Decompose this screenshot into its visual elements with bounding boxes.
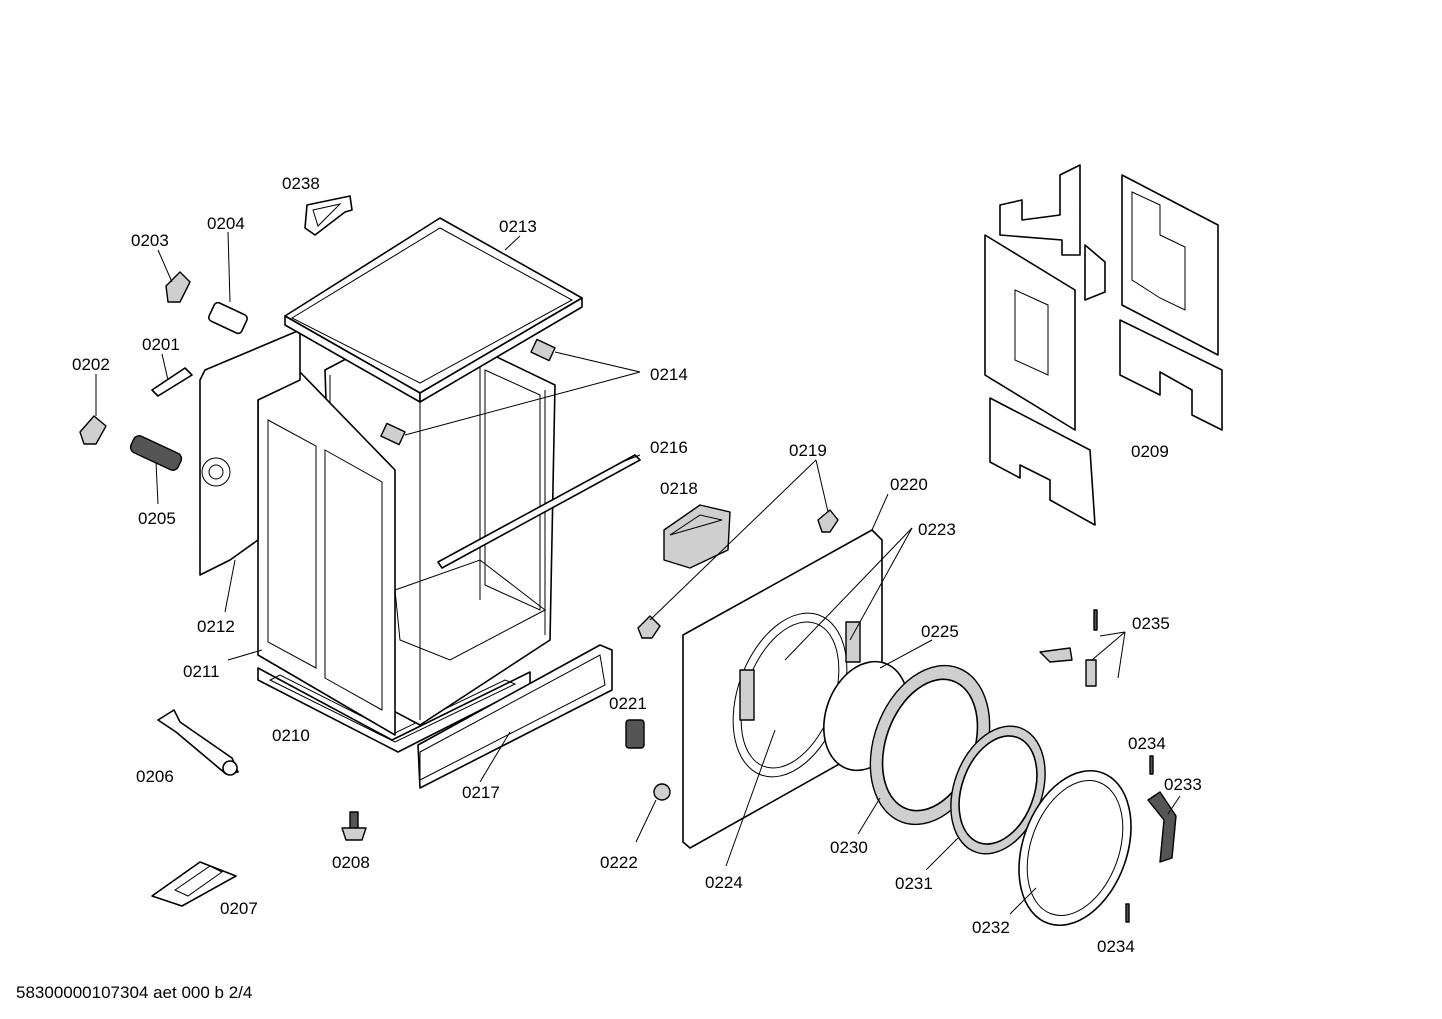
rear-panel-0212 — [199, 329, 301, 576]
outer-ring-0232 — [1018, 769, 1132, 927]
label-0234-upper: 0234 — [1128, 734, 1166, 753]
pin-0235 — [1093, 609, 1098, 631]
part-0205 — [129, 435, 183, 471]
hinge-0235 — [1039, 647, 1073, 663]
bolt-0208 — [341, 811, 367, 841]
clip-0219b — [637, 615, 661, 639]
door-glass-0231 — [950, 725, 1046, 855]
bracket-0214a — [530, 338, 556, 362]
insulation-panels-0209 — [984, 164, 1223, 526]
part-0203 — [165, 271, 191, 303]
plinth-0217 — [417, 644, 613, 789]
label-0212: 0212 — [197, 617, 235, 636]
label-0238: 0238 — [282, 174, 320, 193]
part-0221 — [625, 719, 645, 749]
label-0219: 0219 — [789, 441, 827, 460]
label-0223: 0223 — [918, 520, 956, 539]
label-0203: 0203 — [131, 231, 169, 250]
part-0204 — [207, 301, 249, 335]
label-0202: 0202 — [72, 355, 110, 374]
pin-0234a — [1149, 755, 1154, 775]
clip-0219a — [817, 509, 839, 533]
label-0218: 0218 — [660, 479, 698, 498]
label-0204: 0204 — [207, 214, 245, 233]
label-0216: 0216 — [650, 438, 688, 457]
drawing-code: 58300000107304 aet 000 b 2/4 — [16, 983, 252, 1002]
base-plate-0210 — [257, 667, 531, 753]
label-0207: 0207 — [220, 899, 258, 918]
label-0208: 0208 — [332, 853, 370, 872]
label-0206: 0206 — [136, 767, 174, 786]
label-0232: 0232 — [972, 918, 1010, 937]
handle-0233 — [1147, 791, 1177, 863]
label-0205: 0205 — [138, 509, 176, 528]
label-0222: 0222 — [600, 853, 638, 872]
label-0230: 0230 — [830, 838, 868, 857]
leader-lines — [95, 231, 1181, 915]
part-0201 — [151, 367, 193, 397]
label-0210: 0210 — [272, 726, 310, 745]
label-0231: 0231 — [895, 874, 933, 893]
label-0209: 0209 — [1131, 442, 1169, 461]
label-0234-lower: 0234 — [1097, 937, 1135, 956]
label-0235: 0235 — [1132, 614, 1170, 633]
label-0233: 0233 — [1164, 775, 1202, 794]
label-0201: 0201 — [142, 335, 180, 354]
label-0214: 0214 — [650, 365, 688, 384]
callout-labels: 0201 0202 0203 0204 0205 0206 0207 0208 … — [72, 174, 1202, 956]
part-0222 — [653, 783, 671, 801]
cabinet-assembly — [199, 195, 641, 789]
pin-0234b — [1125, 903, 1130, 923]
front-panel-assembly — [625, 504, 1177, 927]
label-0225: 0225 — [921, 622, 959, 641]
label-0213: 0213 — [499, 217, 537, 236]
door-lock-0218 — [663, 504, 731, 569]
label-0217: 0217 — [462, 783, 500, 802]
part-0202 — [79, 415, 107, 445]
label-0220: 0220 — [890, 475, 928, 494]
label-0224: 0224 — [705, 873, 743, 892]
label-0221: 0221 — [609, 694, 647, 713]
rail-0216 — [437, 454, 641, 569]
left-small-parts — [79, 271, 367, 907]
spanner-0206 — [157, 709, 239, 776]
label-0211: 0211 — [183, 662, 220, 681]
bracket-0207 — [151, 861, 237, 907]
bracket-0214b — [380, 422, 406, 446]
